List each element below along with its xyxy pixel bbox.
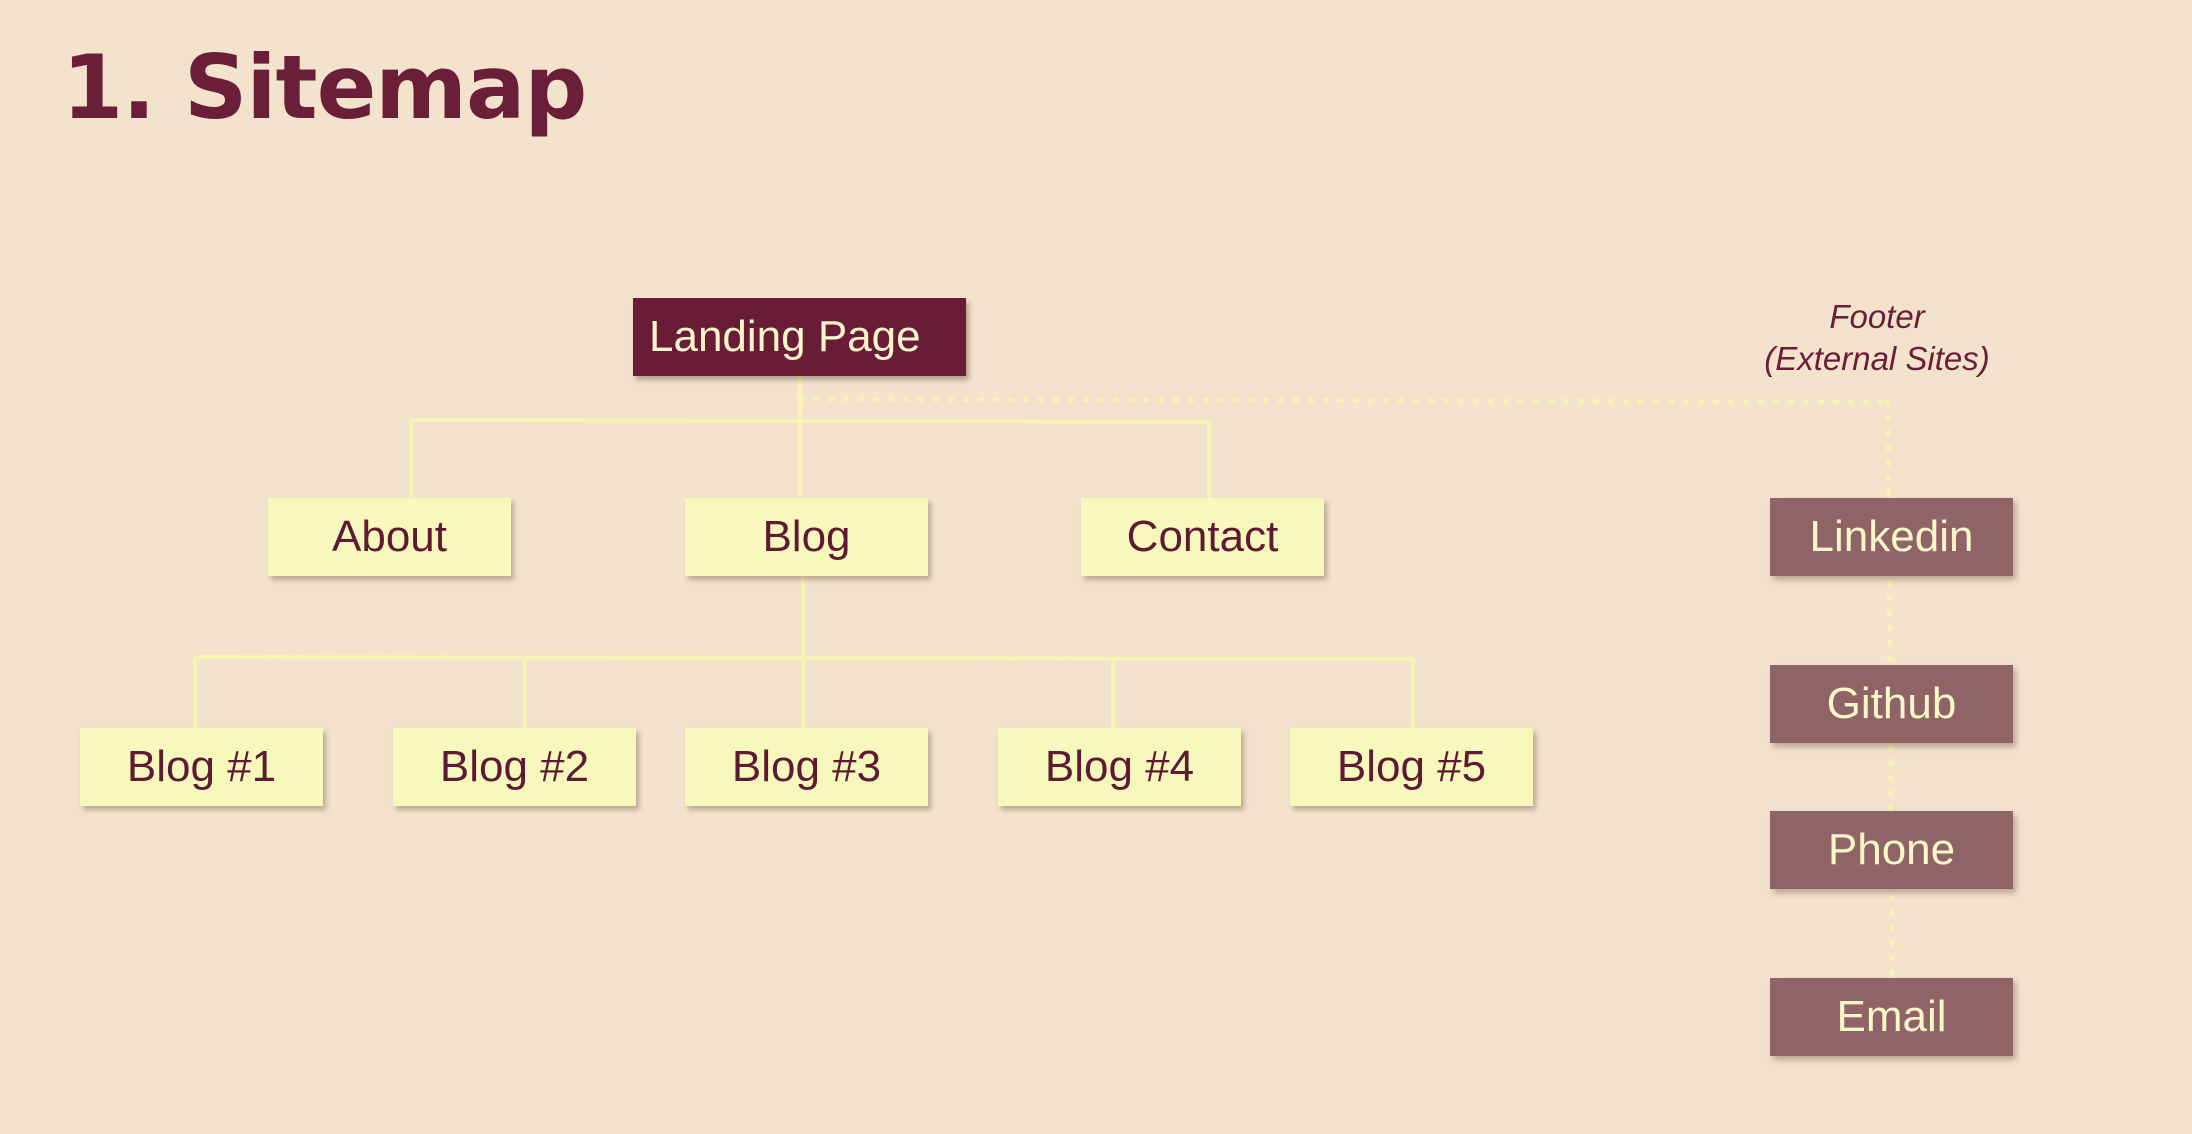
about-label: About [332, 512, 447, 561]
github-node: Github [1770, 665, 2013, 743]
footer-label-line1: Footer [1829, 298, 1925, 335]
title-text: Sitemap [184, 36, 587, 139]
blog-post-5-label: Blog #5 [1336, 742, 1487, 791]
blog-node: Blog [685, 498, 928, 576]
landing-page-label: Landing Page [649, 312, 921, 361]
contact-node: Contact [1081, 498, 1324, 576]
blog-post-1-node: Blog #1 [80, 728, 323, 806]
linkedin-node: Linkedin [1770, 498, 2013, 576]
footer-label: Footer (External Sites) [1730, 296, 2024, 380]
linkedin-label: Linkedin [1809, 512, 1974, 561]
landing-page-node: Landing Page [633, 298, 966, 376]
github-label: Github [1826, 679, 1957, 728]
title-number: 1. [62, 36, 156, 139]
connector-footer-dotted [797, 396, 1891, 405]
connector-sections-bar [410, 418, 1210, 424]
blog-post-4-label: Blog #4 [1044, 742, 1195, 791]
blog-label: Blog [762, 512, 851, 561]
contact-label: Contact [1126, 512, 1279, 561]
slide-title: 1. Sitemap [62, 28, 587, 148]
about-node: About [268, 498, 511, 576]
blog-post-2-label: Blog #2 [439, 742, 590, 791]
phone-node: Phone [1770, 811, 2013, 889]
blog-post-2-node: Blog #2 [393, 728, 636, 806]
connector-posts-bar [194, 655, 1414, 661]
blog-post-1-label: Blog #1 [126, 742, 277, 791]
footer-label-line2: (External Sites) [1764, 340, 1990, 377]
blog-post-3-label: Blog #3 [731, 742, 882, 791]
blog-post-5-node: Blog #5 [1290, 728, 1533, 806]
blog-post-4-node: Blog #4 [998, 728, 1241, 806]
email-node: Email [1770, 978, 2013, 1056]
blog-post-3-node: Blog #3 [685, 728, 928, 806]
email-label: Email [1836, 992, 1947, 1041]
phone-label: Phone [1827, 825, 1956, 874]
